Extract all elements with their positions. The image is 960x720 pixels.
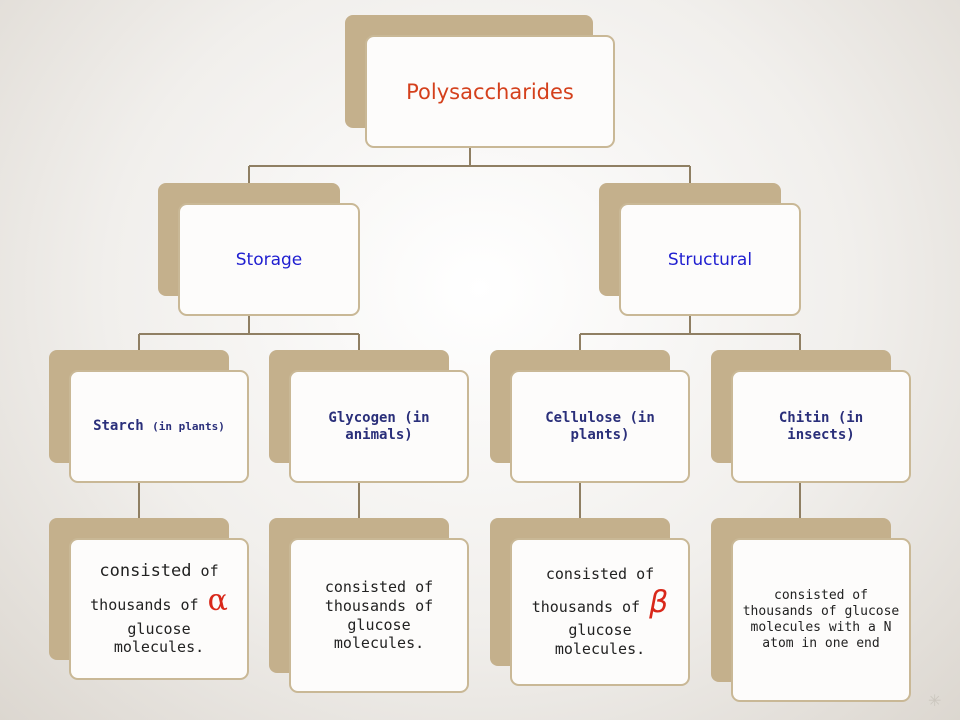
node-chitin-desc: consisted of thousands of glucose molecu… [711, 518, 911, 702]
node-glycogen: Glycogen (in animals) [269, 350, 469, 483]
beta-symbol: β [649, 584, 669, 620]
glycogen-label: Glycogen (in animals) [328, 409, 430, 443]
node-starch-desc: consisted of thousands of α glucose mole… [49, 518, 249, 680]
alpha-symbol: α [207, 583, 228, 619]
polysaccharides-label: Polysaccharides [406, 79, 574, 104]
starch-desc: consisted of thousands of α glucose mole… [90, 560, 228, 657]
chitin-desc: consisted of thousands of glucose molecu… [742, 587, 900, 652]
node-chitin: Chitin (in insects) [711, 350, 911, 483]
node-storage: Storage [158, 183, 360, 316]
storage-label: Storage [235, 249, 303, 270]
structural-label: Structural [667, 249, 753, 270]
star-icon: ✳ [928, 691, 942, 710]
cellulose-label: Cellulose (in plants) [545, 409, 655, 443]
node-glycogen-desc: consisted of thousands of glucose molecu… [269, 518, 469, 693]
node-cellulose-desc: consisted of thousands of β glucose mole… [490, 518, 690, 686]
node-starch: Starch (in plants) [49, 350, 249, 483]
starch-label: Starch (in plants) [93, 418, 225, 435]
node-structural: Structural [599, 183, 801, 316]
starch-name: Starch [93, 418, 144, 435]
cellulose-desc: consisted of thousands of β glucose mole… [531, 565, 669, 659]
node-cellulose: Cellulose (in plants) [490, 350, 690, 483]
glycogen-desc: consisted of thousands of glucose molecu… [324, 578, 434, 653]
node-polysaccharides: Polysaccharides [345, 15, 615, 148]
chitin-label: Chitin (in insects) [778, 409, 864, 443]
starch-qualifier: (in plants) [152, 420, 225, 434]
